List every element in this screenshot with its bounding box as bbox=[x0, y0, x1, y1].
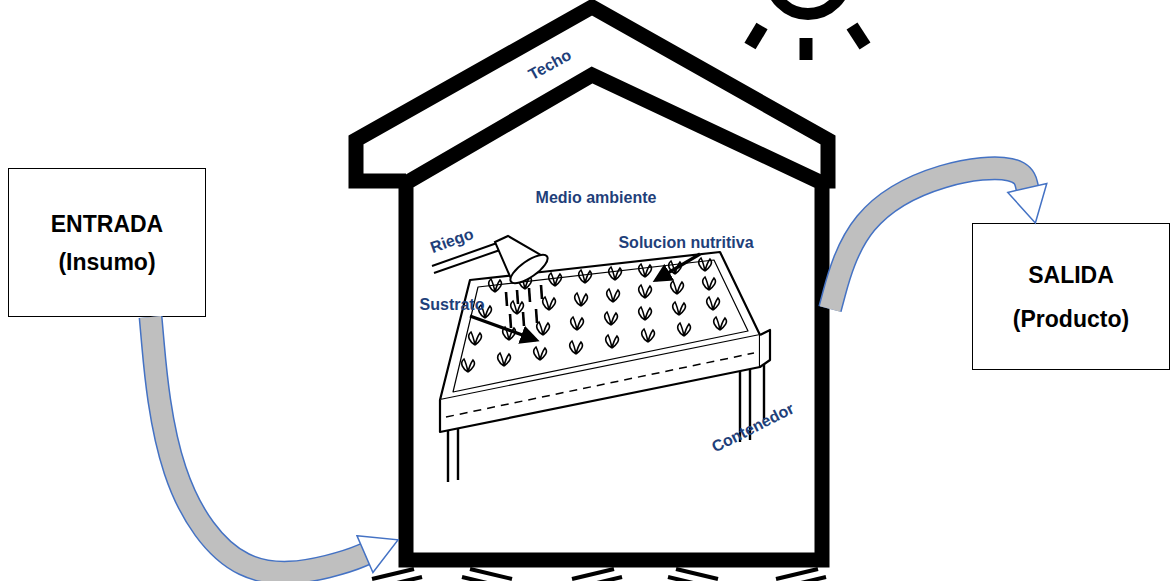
plant bbox=[605, 312, 618, 325]
plant bbox=[639, 285, 652, 298]
substrate-label: Sustrato bbox=[420, 296, 485, 314]
plant bbox=[570, 341, 583, 354]
greenhouse-house: Medio ambiente bbox=[398, 5, 830, 568]
leader-arrows bbox=[470, 254, 700, 340]
plant bbox=[537, 322, 550, 335]
box-text: ENTRADA bbox=[51, 205, 163, 243]
plant bbox=[609, 267, 622, 280]
plant bbox=[571, 317, 584, 330]
box-text: (Producto) bbox=[1013, 297, 1129, 341]
plant bbox=[575, 293, 588, 306]
arrow-outline bbox=[151, 317, 365, 573]
plant bbox=[642, 329, 655, 342]
plant bbox=[469, 332, 482, 345]
plant bbox=[673, 302, 686, 315]
output-box: SALIDA(Producto) bbox=[972, 223, 1170, 370]
irrigation-label: Riego bbox=[428, 225, 476, 257]
sun bbox=[750, 0, 865, 60]
box-text: (Insumo) bbox=[58, 243, 155, 281]
house-outline-stroke bbox=[406, 75, 822, 560]
plant bbox=[462, 359, 475, 372]
plant bbox=[543, 297, 556, 310]
flow-arrow bbox=[830, 168, 1027, 309]
plant bbox=[671, 281, 684, 294]
arrow-band bbox=[151, 317, 365, 573]
nutrient-label: Solucion nutritiva bbox=[618, 234, 753, 252]
plants bbox=[462, 258, 727, 372]
arrow-outline bbox=[830, 168, 1027, 309]
input-box: ENTRADA(Insumo) bbox=[8, 168, 206, 317]
node-title: Medio ambiente bbox=[536, 189, 657, 207]
plant bbox=[489, 279, 502, 292]
plant bbox=[639, 307, 652, 320]
ground-hatch bbox=[372, 569, 826, 581]
plant bbox=[549, 273, 562, 286]
plant bbox=[707, 297, 720, 310]
house-outline bbox=[398, 5, 830, 568]
plant bbox=[498, 353, 511, 366]
plant bbox=[714, 317, 727, 330]
plant bbox=[534, 347, 547, 360]
arrow-band bbox=[830, 168, 1027, 309]
plant bbox=[606, 335, 619, 348]
plant bbox=[703, 277, 716, 290]
plant bbox=[607, 289, 620, 302]
box-text: SALIDA bbox=[1028, 253, 1114, 297]
plant bbox=[678, 323, 691, 336]
container-label: Contenedor bbox=[709, 400, 797, 457]
plant bbox=[699, 258, 712, 271]
roof-label: Techo bbox=[526, 46, 575, 84]
plant bbox=[639, 264, 652, 277]
flow-arrow bbox=[151, 317, 365, 573]
plant bbox=[579, 270, 592, 283]
